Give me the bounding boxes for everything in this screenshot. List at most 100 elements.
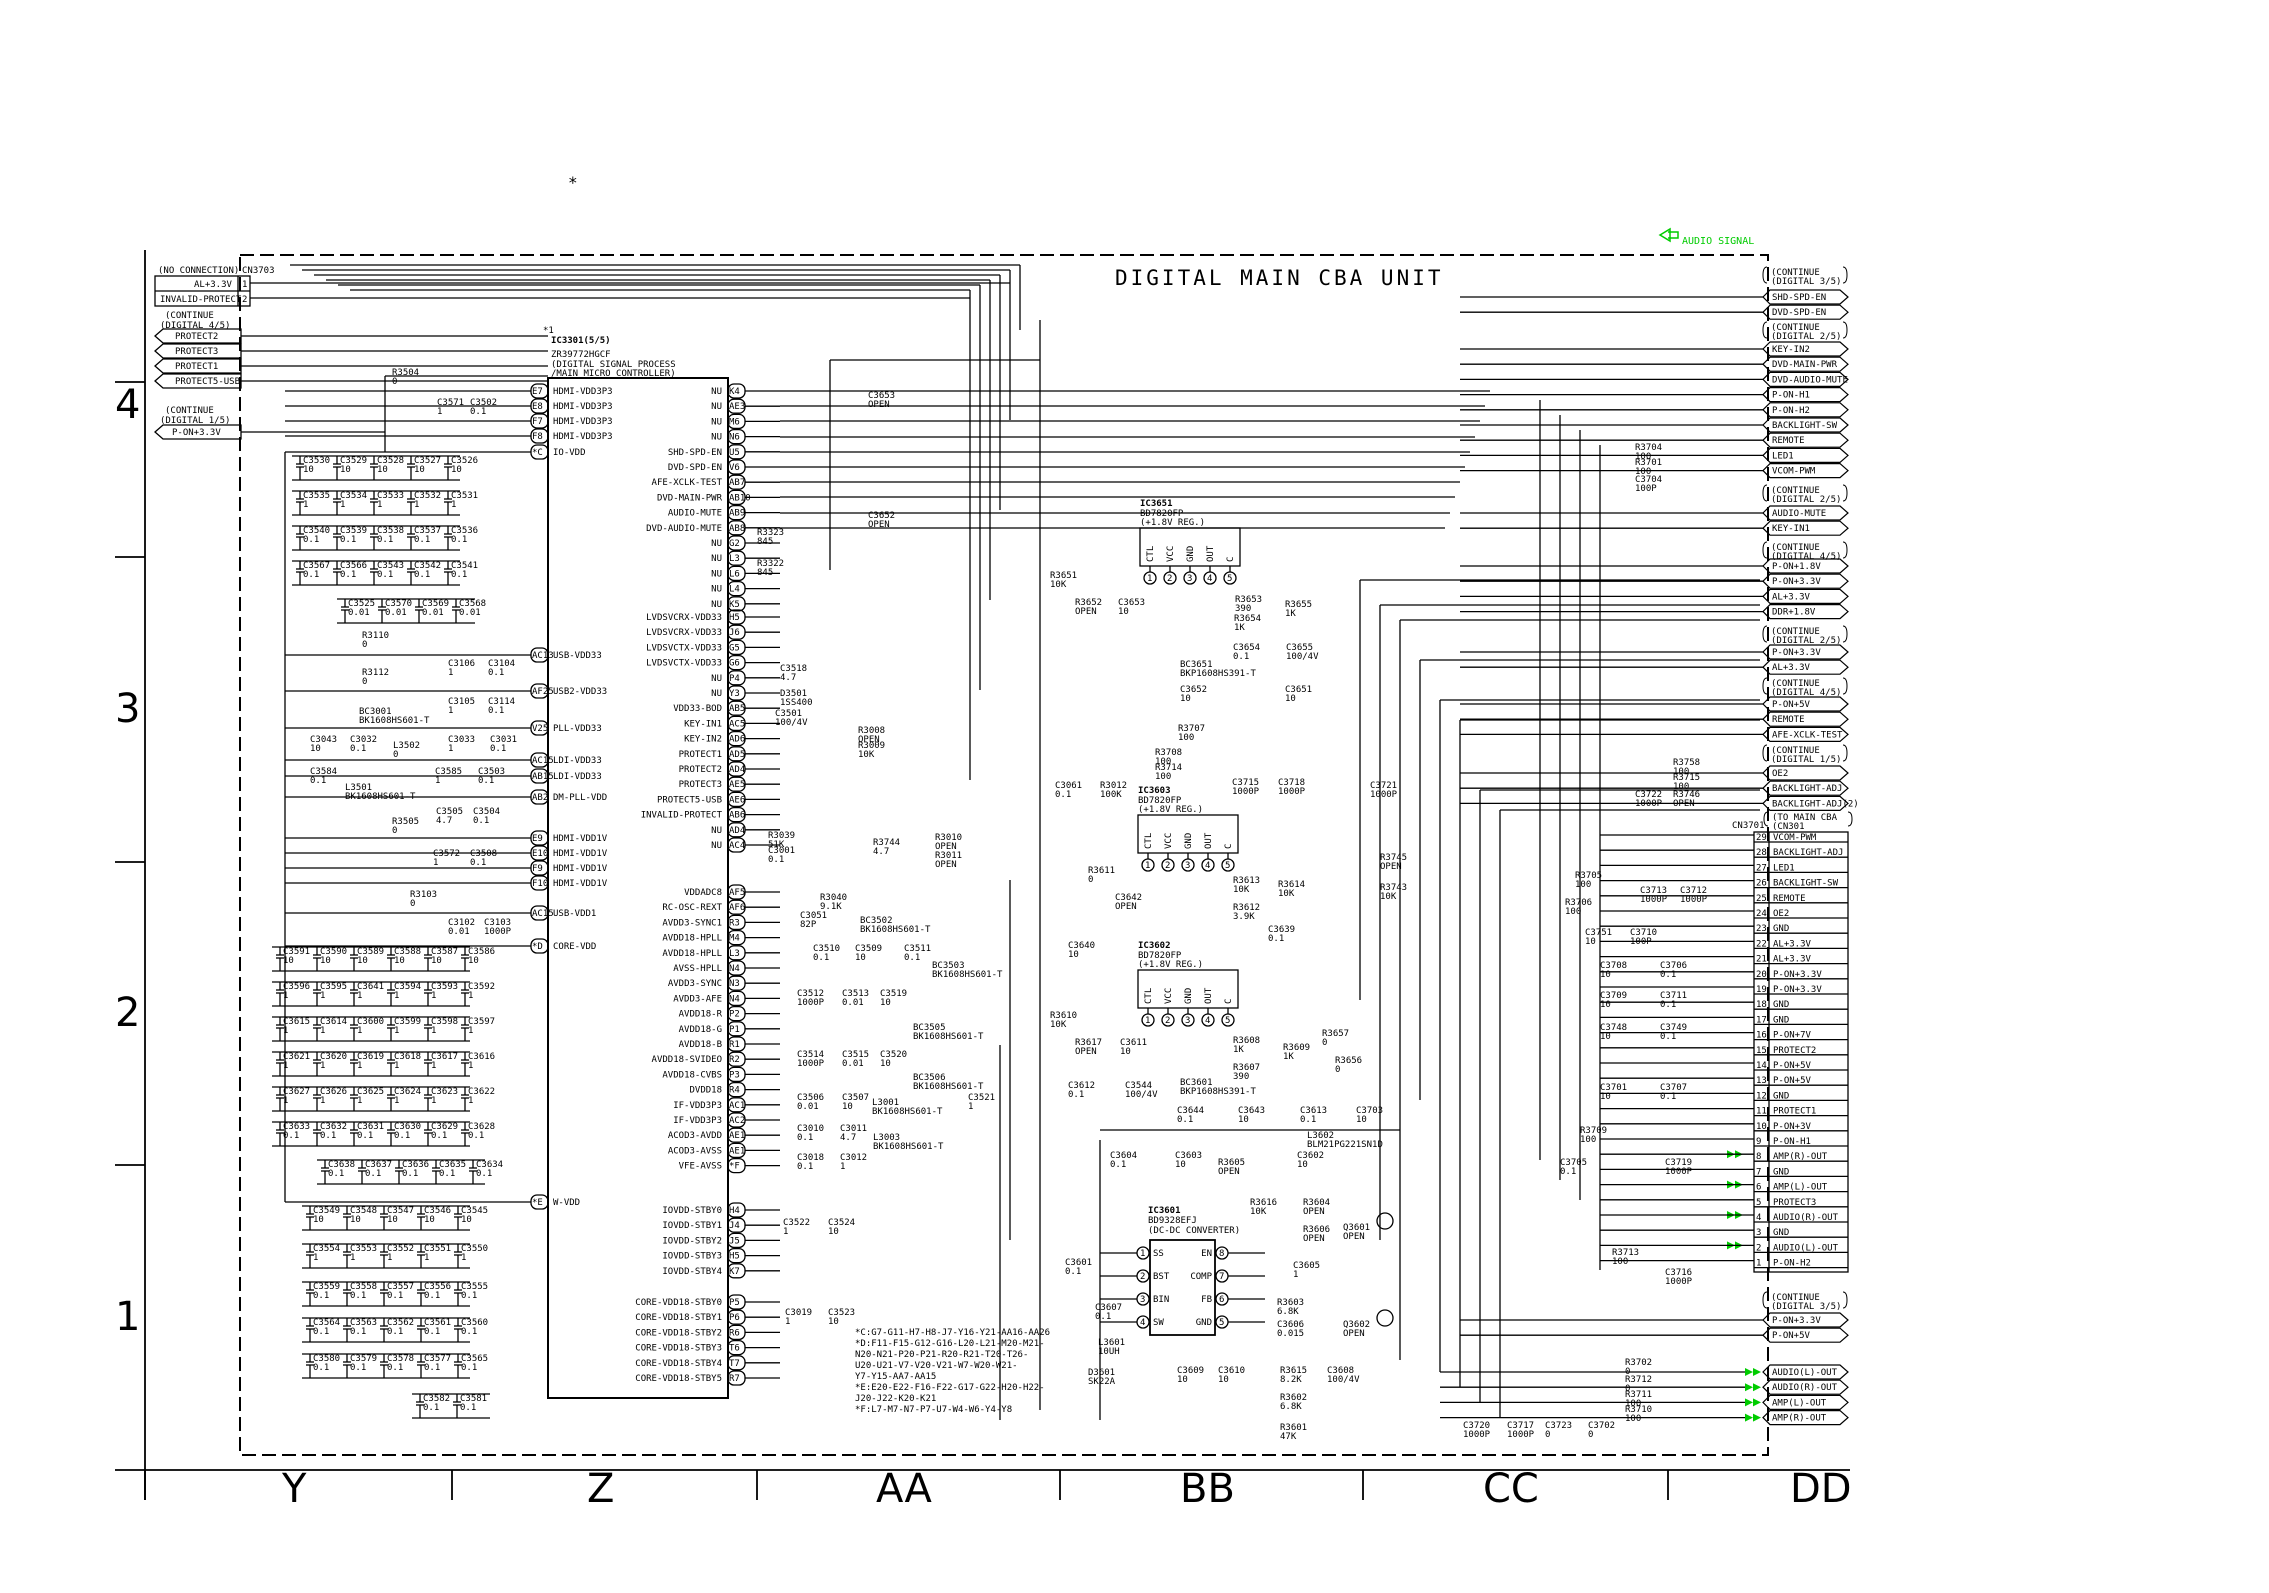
cn3703: (NO CONNECTION) CN3703 AL+3.3V 1 INVALID…	[154, 266, 548, 440]
ic3301-ball-g6: G6	[729, 659, 740, 669]
part-value: BKP1608HS391-T	[1180, 669, 1256, 679]
cap-value: 0.1	[357, 1131, 373, 1141]
grid-row-1: 1	[115, 1294, 140, 1340]
part-value: 3.9K	[1233, 912, 1255, 922]
part-c3613: C3613	[1300, 1106, 1327, 1116]
cap-value: 0.01	[422, 608, 444, 618]
grid-row-4: 4	[115, 382, 140, 428]
cap-value: 1	[320, 1096, 325, 1106]
ic3301-ball-j5: J5	[729, 1236, 740, 1246]
ic3301-pin-nu: NU	[711, 387, 722, 397]
ic3301-ball-ad6: AD6	[729, 735, 745, 745]
ic3301-pin-avdd18-r: AVDD18-R	[679, 1010, 723, 1020]
part-c3584: C3584	[310, 767, 337, 777]
part-value: 100P	[1635, 484, 1657, 494]
cap-value: 0.1	[468, 1131, 484, 1141]
cn3701-sig-audio(r)-out: AUDIO(R)-OUT	[1773, 1213, 1839, 1223]
part-value: 0.1	[1068, 1090, 1084, 1100]
ic3301-pin-core-vdd: CORE-VDD	[553, 942, 596, 952]
part-value: 10	[880, 998, 891, 1008]
part-c3722: C3722	[1635, 790, 1662, 800]
cap-value: 1	[451, 500, 456, 510]
ic3301-pin-vdd33-bod: VDD33-BOD	[673, 704, 722, 714]
ic3301-ball-l4: L4	[729, 585, 740, 595]
ic3301-note-2: N20-N21-P20-P21-R20-R21-T20-T26-	[855, 1350, 1028, 1360]
cap-value: 0.1	[303, 535, 319, 545]
continue-bracket	[1762, 625, 1848, 643]
part-value: 0.1	[1065, 1267, 1081, 1277]
part-c3011: C3011	[840, 1124, 867, 1134]
ic3301-ball-ad4: AD4	[729, 826, 745, 836]
cap-c3566: C3566	[340, 561, 367, 571]
part-c3707: C3707	[1660, 1083, 1687, 1093]
audio-signal-text: AUDIO SIGNAL	[1682, 236, 1754, 247]
cn3701-pin-8: 8	[1756, 1152, 1761, 1162]
cap-value: 0.1	[461, 1363, 477, 1373]
ic3601-pin-6: 6	[1219, 1295, 1224, 1305]
cap-value: 0.1	[402, 1169, 418, 1179]
part-c3513: C3513	[842, 989, 869, 999]
ic3301-pin-hdmi-vdd3p3: HDMI-VDD3P3	[553, 387, 613, 397]
part-value: 1000P	[1370, 790, 1398, 800]
part-r3654: R3654	[1234, 614, 1261, 624]
part-value: 0	[1335, 1065, 1340, 1075]
right-signal-arrow	[1762, 289, 1849, 305]
ic3301-pin-iovdd-stby1: IOVDD-STBY1	[662, 1221, 722, 1231]
part-value: 1	[448, 668, 453, 678]
part-c3652: C3652	[1180, 685, 1207, 695]
part-value: 10K	[1233, 885, 1250, 895]
right-signal-backlight-adj: BACKLIGHT-ADJ	[1772, 784, 1842, 794]
right-signal-dvd-audio-mute: DVD-AUDIO-MUTE	[1772, 375, 1848, 385]
ic3301-ball-u5: U5	[729, 448, 740, 458]
cap-value: 10	[377, 465, 388, 475]
part-value: 100/4V	[1286, 652, 1319, 662]
grid-row-labels: 4 3 2 1	[115, 382, 140, 1340]
ic3301-ball-ac5: AC5	[729, 719, 745, 729]
continue-bracket	[1762, 266, 1848, 284]
ic3651-ref: IC3651	[1140, 499, 1173, 509]
part-value: 100	[1673, 782, 1689, 792]
ic3301-ball-ab10: AB10	[729, 493, 751, 503]
ic3301-ball-n6: N6	[729, 433, 740, 443]
cap-c3561: C3561	[424, 1318, 451, 1328]
ic3651-pin-num: 5	[1227, 574, 1232, 584]
cap-value: 0.1	[350, 1363, 366, 1373]
ic3301-pin-acod3-avdd: ACOD3-AVDD	[668, 1131, 722, 1141]
part-value: 6.8K	[1277, 1307, 1299, 1317]
right-signal-arrow	[1762, 1410, 1849, 1426]
part-c3102: C3102	[448, 918, 475, 928]
ic3301-pin-hdmi-vdd3p3: HDMI-VDD3P3	[553, 417, 613, 427]
right-signal-al+3.3v: AL+3.3V	[1772, 663, 1811, 673]
part-r3715: R3715	[1673, 773, 1700, 783]
cap-value: 0.1	[320, 1131, 336, 1141]
unit-border	[239, 254, 1769, 1456]
cn3701-pin-24: 24	[1756, 909, 1767, 919]
part-value: 0.1	[904, 953, 920, 963]
cap-c3582: C3582	[423, 1394, 450, 1404]
cn3701-pin-11: 11	[1756, 1107, 1767, 1117]
part-value: 0.1	[1660, 1092, 1676, 1102]
cap-c3536: C3536	[451, 526, 478, 536]
cap-c3557: C3557	[387, 1282, 414, 1292]
right-connectors: (CONTINUE(DIGITAL 3/5)SHD-SPD-ENDVD-SPD-…	[1463, 266, 1859, 1440]
ic3301-pin-core-vdd18-stby1: CORE-VDD18-STBY1	[635, 1313, 722, 1323]
right-signal-vcom-pwm: VCOM-PWM	[1772, 467, 1816, 477]
cap-value: 1	[320, 991, 325, 1001]
right-signal-arrow	[1762, 1327, 1849, 1343]
part-value: 10	[880, 1059, 891, 1069]
ic3301-ball-f10: F10	[532, 879, 548, 889]
ic3301-ball-p2: P2	[729, 1010, 740, 1020]
ic3301-pin-vfe-avss: VFE-AVSS	[679, 1162, 722, 1172]
cap-value: 10	[414, 465, 425, 475]
ic3301-star: *1	[543, 326, 554, 336]
cn3703-cont1-l2: (DIGITAL 4/5)	[160, 321, 230, 331]
part-c3712: C3712	[1680, 886, 1707, 896]
part-c3010: C3010	[797, 1124, 824, 1134]
cap-value: 10	[424, 1215, 435, 1225]
ic3301-pin-dvd-main-pwr: DVD-MAIN-PWR	[657, 493, 723, 503]
ic3301-desc2: /MAIN MICRO CONTROLLER)	[551, 369, 676, 379]
right-signal-arrow	[1762, 432, 1849, 448]
cap-c3556: C3556	[424, 1282, 451, 1292]
cap-value: 1	[431, 1096, 436, 1106]
